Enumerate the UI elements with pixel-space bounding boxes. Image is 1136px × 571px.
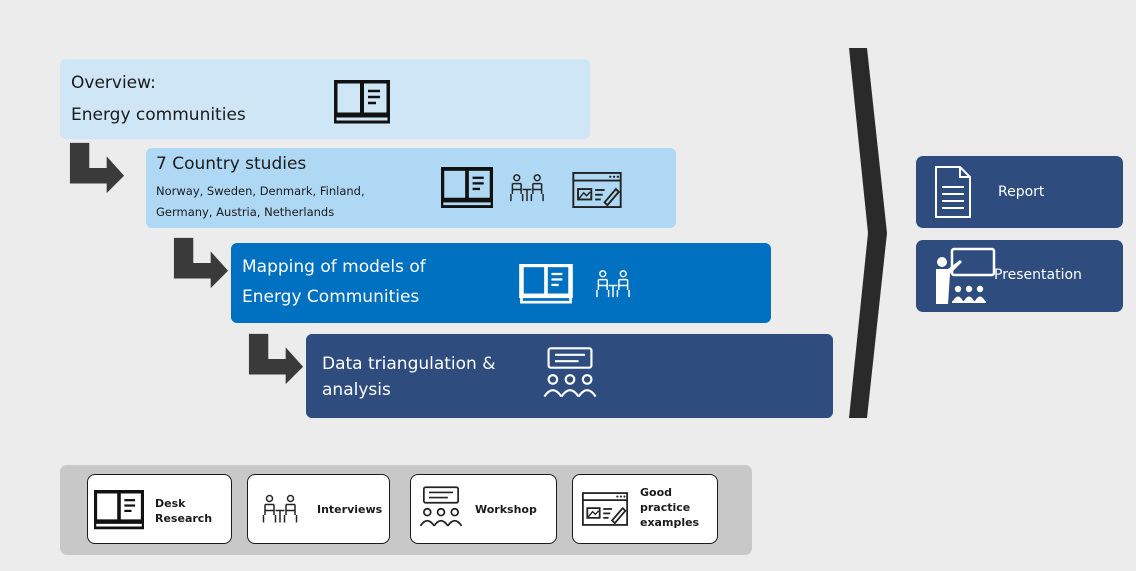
interview-icon: [260, 494, 300, 524]
step-country-line1: Norway, Sweden, Denmark, Finland,: [156, 184, 365, 198]
step-overview: Overview: Energy communities: [60, 59, 590, 139]
interview-icon: [508, 173, 546, 203]
report-icon: [935, 166, 971, 218]
output-presentation-label: Presentation: [994, 267, 1082, 283]
good-practice-icon: [572, 172, 622, 208]
interview-icon: [594, 269, 632, 299]
step-country-studies: 7 Country studies Norway, Sweden, Denmar…: [146, 148, 676, 228]
legend-desk-research: Desk Research: [87, 474, 232, 544]
legend-practice-line1: Good: [640, 486, 673, 499]
step-mapping-line1: Mapping of models of: [242, 257, 426, 277]
step-overview-line2: Energy communities: [71, 105, 246, 125]
step-overview-line1: Overview:: [71, 73, 156, 93]
legend-practice-line2: practice: [640, 501, 691, 514]
book-icon: [94, 490, 144, 530]
legend-interviews-label: Interviews: [317, 503, 383, 516]
step-data-triangulation: Data triangulation & analysis: [306, 334, 833, 418]
workshop-icon: [540, 346, 600, 400]
connector-arrow-icon: [68, 142, 126, 194]
legend-good-practice: Good practice examples: [572, 474, 718, 544]
step-mapping-line2: Energy Communities: [242, 287, 420, 307]
workshop-icon: [417, 485, 465, 529]
output-report: Report: [916, 156, 1123, 228]
step-mapping-models: Mapping of models of Energy Communities: [231, 243, 771, 323]
connector-arrow-icon: [172, 236, 230, 290]
legend-workshop: Workshop: [410, 474, 557, 544]
legend-desk-line1: Desk: [155, 497, 186, 510]
book-icon: [519, 264, 573, 304]
legend-desk-line2: Research: [155, 512, 213, 525]
legend-practice-line3: examples: [640, 516, 700, 529]
chevron-right-icon: [849, 48, 887, 418]
legend-interviews: Interviews: [247, 474, 390, 544]
output-report-label: Report: [998, 184, 1045, 200]
step-country-title: 7 Country studies: [156, 154, 307, 174]
presentation-icon: [936, 247, 996, 304]
book-icon: [334, 80, 390, 124]
legend-workshop-label: Workshop: [475, 503, 537, 516]
step-country-line2: Germany, Austria, Netherlands: [156, 205, 335, 219]
output-presentation: Presentation: [916, 240, 1123, 312]
good-practice-icon: [582, 492, 628, 526]
connector-arrow-icon: [247, 326, 305, 392]
step-triangulation-line1: Data triangulation &: [322, 354, 496, 374]
step-triangulation-line2: analysis: [322, 380, 391, 400]
book-icon: [441, 167, 493, 209]
